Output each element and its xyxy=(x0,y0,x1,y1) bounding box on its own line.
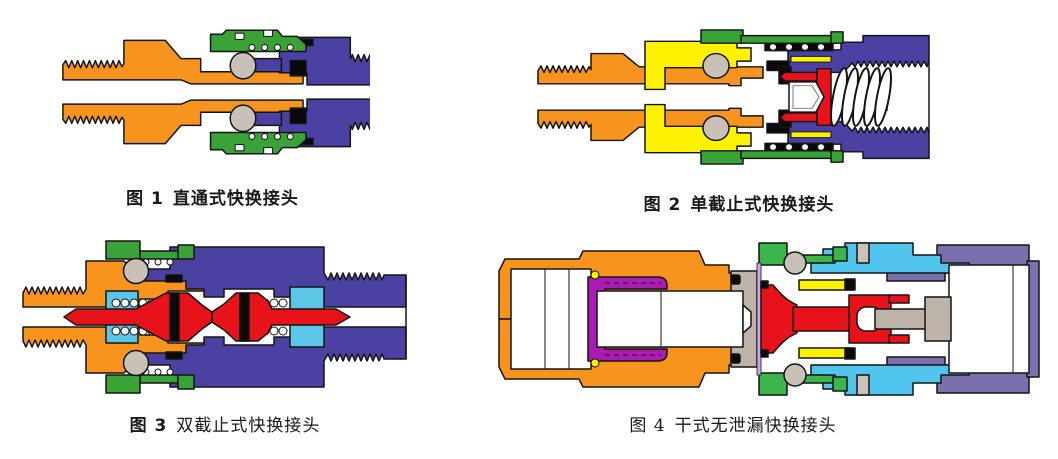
o-ring-top xyxy=(730,274,741,285)
fig4-coupling-diagram xyxy=(498,242,1040,396)
locking-sleeve-tab xyxy=(832,246,848,262)
figure-3-label: 图 3 xyxy=(129,416,168,436)
locking-sleeve xyxy=(105,240,141,260)
locking-sleeve-strip xyxy=(139,250,181,260)
sleeve-seal xyxy=(844,278,856,291)
figure-2-caption: 图 2 单截止式快换接头 xyxy=(533,190,945,215)
locking-sleeve-strip xyxy=(740,34,838,44)
figure-1-caption: 图 1 直通式快换接头 xyxy=(55,184,370,209)
figure-2-title: 单截止式快换接头 xyxy=(690,195,835,215)
fig2-top-half xyxy=(537,29,930,91)
fig1-coupling-diagram xyxy=(62,29,370,155)
seal-dot-top xyxy=(590,270,600,280)
locking-ball xyxy=(702,52,730,79)
fig3-valve-assembly xyxy=(63,275,407,359)
poppet-spring xyxy=(830,67,892,127)
poppet-arm-top xyxy=(779,71,818,82)
seal-ring xyxy=(766,60,790,72)
seal-ring xyxy=(289,59,307,77)
locking-sleeve xyxy=(209,29,307,53)
female-port-bore xyxy=(948,264,1030,374)
figure-2: 图 2 单截止式快换接头 xyxy=(533,12,945,215)
guide-pin xyxy=(856,242,870,264)
locking-sleeve-tab xyxy=(830,31,844,44)
valve-pin-head xyxy=(924,296,952,342)
figure-3-title: 双截止式快换接头 xyxy=(176,416,321,436)
locking-ball xyxy=(229,51,257,80)
poppet-seal-right xyxy=(239,292,250,342)
female-coupling-body xyxy=(787,34,930,74)
o-ring-bottom xyxy=(730,353,741,364)
figure-1-label: 图 1 xyxy=(126,189,164,209)
figure-4-title: 干式无泄漏快换接头 xyxy=(674,416,837,436)
figure-1: 图 1 直通式快换接头 xyxy=(55,8,370,209)
fig3-coupling-diagram xyxy=(22,240,407,394)
figure-4-label: 图 4 xyxy=(629,416,666,436)
valve-cone xyxy=(788,81,825,113)
figure-4: 图 4 干式无泄漏快换接头 xyxy=(493,235,1053,436)
male-port-bore xyxy=(510,268,592,370)
sleeve-spring xyxy=(248,43,294,52)
seal-dot-bottom xyxy=(590,358,600,368)
female-coupling-body xyxy=(142,246,407,308)
figure-4-caption: 图 4 干式无泄漏快换接头 xyxy=(453,411,1013,436)
figure-2-label: 图 2 xyxy=(643,195,682,215)
fig2-coupling-diagram xyxy=(537,29,930,165)
sleeve-spring xyxy=(769,43,825,51)
poppet-bell xyxy=(760,284,798,354)
locking-sleeve-tab xyxy=(177,244,195,260)
fig3-top-half xyxy=(22,240,407,318)
poppet-seal-left xyxy=(169,292,180,342)
thread-insert xyxy=(790,55,832,63)
piston-nose xyxy=(742,304,752,334)
figure-3: 图 3 双截止式快换接头 xyxy=(18,231,432,436)
figure-3-caption: 图 3 双截止式快换接头 xyxy=(18,411,432,436)
seal-strip xyxy=(165,274,183,283)
bell-seal-top xyxy=(760,280,769,289)
fig2-valve-assembly xyxy=(779,61,930,133)
valve-sleeve xyxy=(798,279,852,291)
figure-1-title: 直通式快换接头 xyxy=(172,189,299,209)
bell-seal-bottom xyxy=(760,349,769,358)
locking-ball xyxy=(122,257,150,285)
locking-sleeve xyxy=(758,242,788,266)
poppet-arm-bottom xyxy=(779,112,818,123)
fig4-center-assembly xyxy=(510,260,1040,378)
poppet-arm-bottom xyxy=(888,334,910,344)
locking-sleeve xyxy=(700,29,744,44)
fig1-top-half xyxy=(62,29,370,86)
piston xyxy=(596,290,744,348)
valve-pin xyxy=(874,308,930,330)
poppet-arm-top xyxy=(888,294,910,304)
locking-ball xyxy=(783,251,807,275)
poppet-stem xyxy=(792,306,854,332)
